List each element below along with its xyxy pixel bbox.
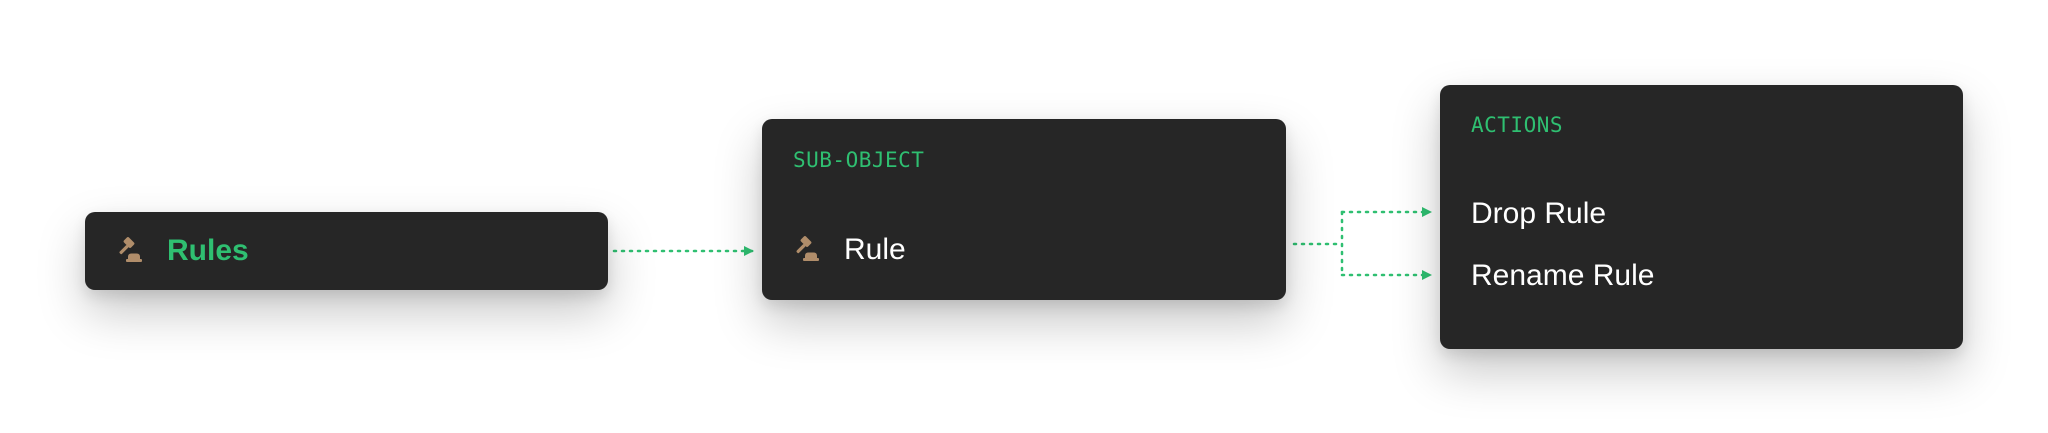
sub-object-label: Rule	[844, 233, 906, 266]
action-rename-rule[interactable]: Rename Rule	[1471, 259, 1655, 292]
root-node-rules[interactable]: Rules	[85, 212, 608, 290]
sub-object-node[interactable]: SUB-OBJECT Rule	[762, 119, 1286, 300]
root-node-label: Rules	[167, 234, 249, 267]
action-drop-rule[interactable]: Drop Rule	[1471, 197, 1607, 230]
actions-node: ACTIONS Drop Rule Rename Rule	[1440, 85, 1963, 349]
connector-sub-to-actions	[1292, 207, 1432, 280]
sub-object-section-label: SUB-OBJECT	[793, 148, 925, 172]
actions-section-label: ACTIONS	[1471, 113, 1564, 137]
sub-object-row[interactable]: Rule	[792, 233, 906, 267]
gavel-icon	[115, 235, 147, 267]
gavel-icon	[792, 234, 824, 266]
